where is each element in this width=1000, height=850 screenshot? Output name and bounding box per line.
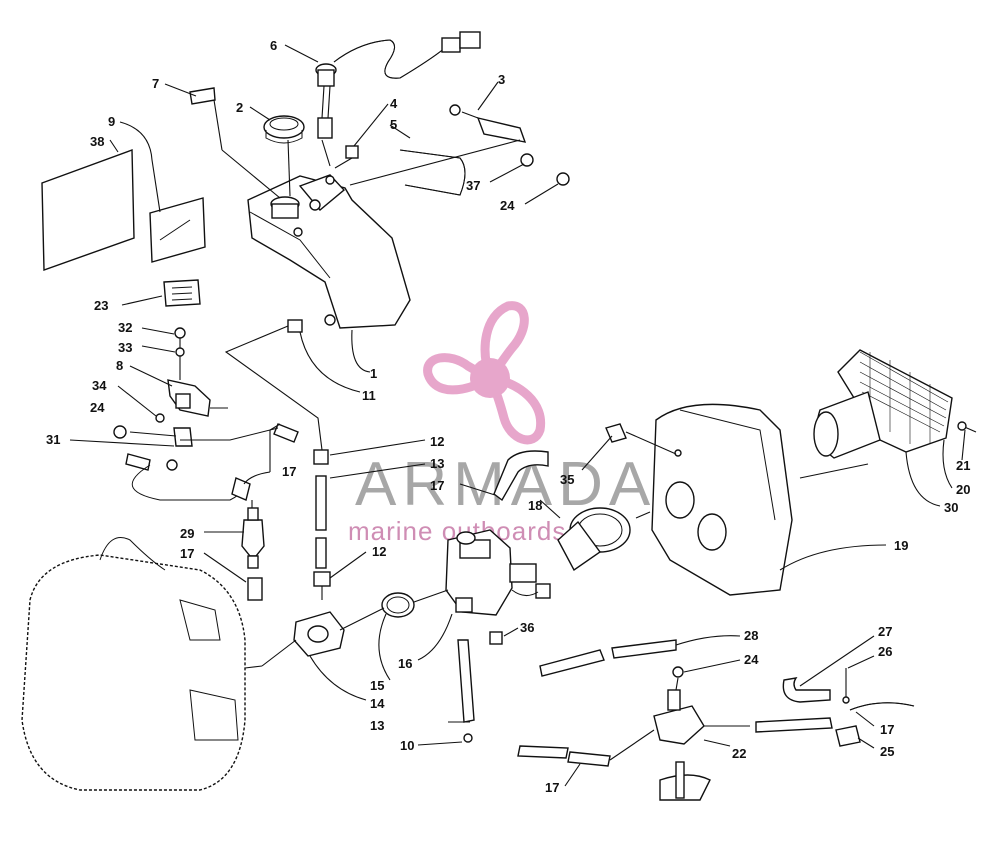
callout-17-left: 17	[282, 464, 296, 479]
callout-26: 26	[878, 644, 892, 659]
clip-27	[782, 677, 831, 703]
clamp-36	[489, 631, 503, 645]
hose-17-bottom-a	[517, 745, 569, 759]
callout-4: 4	[390, 96, 398, 111]
decal-sheet-large	[41, 149, 135, 271]
callout-28: 28	[744, 628, 758, 643]
tie-26	[842, 696, 850, 704]
callout-5: 5	[390, 117, 397, 132]
callout-29: 29	[180, 526, 194, 541]
engine-block	[21, 554, 246, 791]
callout-12-lower: 12	[372, 544, 386, 559]
hose-13-upper	[315, 475, 327, 531]
callout-37: 37	[466, 178, 480, 193]
callout-12-upper: 12	[430, 434, 444, 449]
fuel-cap	[263, 115, 305, 139]
mounting-bracket	[476, 117, 527, 143]
callout-31: 31	[46, 432, 60, 447]
leader-lines	[69, 44, 966, 787]
callout-23: 23	[94, 298, 108, 313]
washer-33	[175, 347, 185, 357]
screw-21	[957, 421, 967, 431]
callout-7: 7	[152, 76, 159, 91]
propeller-logo-icon	[423, 301, 546, 445]
callout-32: 32	[118, 320, 132, 335]
bracket-bolt	[449, 104, 461, 116]
callout-15: 15	[370, 678, 384, 693]
callout-25: 25	[880, 744, 894, 759]
washer-34	[155, 413, 165, 423]
callout-34: 34	[92, 378, 107, 393]
callout-14: 14	[370, 696, 385, 711]
callout-33: 33	[118, 340, 132, 355]
clamp-12-lower	[313, 571, 331, 587]
hose-piece-17	[247, 577, 263, 601]
callout-36: 36	[520, 620, 534, 635]
callout-17-right: 17	[880, 722, 894, 737]
hose-28-left	[539, 649, 605, 677]
callout-11: 11	[362, 388, 376, 403]
clamp-25	[835, 725, 861, 747]
decal-sheet-small	[149, 197, 206, 263]
callout-6: 6	[270, 38, 277, 53]
callout-3: 3	[498, 72, 505, 87]
tank-outlet-fitting	[287, 319, 303, 333]
callout-10: 10	[400, 738, 414, 753]
hose-13-lower	[457, 639, 475, 723]
callout-24-top: 24	[500, 198, 515, 213]
callout-16: 16	[398, 656, 412, 671]
hose-17-bottom-b	[567, 751, 611, 767]
callout-24-bottom: 24	[744, 652, 759, 667]
callout-8: 8	[116, 358, 123, 373]
air-silencer-box	[651, 403, 793, 596]
hose-28-right	[611, 639, 677, 659]
clamp-10	[463, 733, 473, 743]
callout-9: 9	[108, 114, 115, 129]
callout-2: 2	[236, 100, 243, 115]
callout-27: 27	[878, 624, 892, 639]
nut-32	[174, 327, 186, 339]
callout-17-lower-left: 17	[180, 546, 194, 561]
fuel-pump	[653, 705, 705, 745]
hose-17-right	[755, 717, 833, 733]
callout-17-upper: 17	[430, 478, 444, 493]
callout-20: 20	[956, 482, 970, 497]
callout-labels: 1 2 3 4 5 6 7 8 9 10 11 12 12 13 13 14 1…	[46, 38, 970, 795]
callout-30: 30	[944, 500, 958, 515]
callout-19: 19	[894, 538, 908, 553]
inline-fuel-filter	[241, 519, 265, 557]
callout-38: 38	[90, 134, 104, 149]
nut-24-left	[113, 425, 127, 439]
hose-17-center	[493, 450, 549, 502]
callout-13-lower: 13	[370, 718, 384, 733]
callout-35: 35	[560, 472, 574, 487]
callout-21: 21	[956, 458, 970, 473]
callout-1: 1	[370, 366, 377, 381]
callout-13-upper: 13	[430, 456, 444, 471]
callout-24-left: 24	[90, 400, 105, 415]
callout-22: 22	[732, 746, 746, 761]
callout-17-bottom: 17	[545, 780, 559, 795]
washer-37	[520, 153, 534, 167]
tee-fitting	[173, 427, 193, 447]
decal-7	[189, 87, 216, 105]
callout-18: 18	[528, 498, 542, 513]
clamp-12-upper	[313, 449, 329, 465]
nut-24-top	[556, 172, 570, 186]
vent-fitting	[345, 145, 359, 159]
